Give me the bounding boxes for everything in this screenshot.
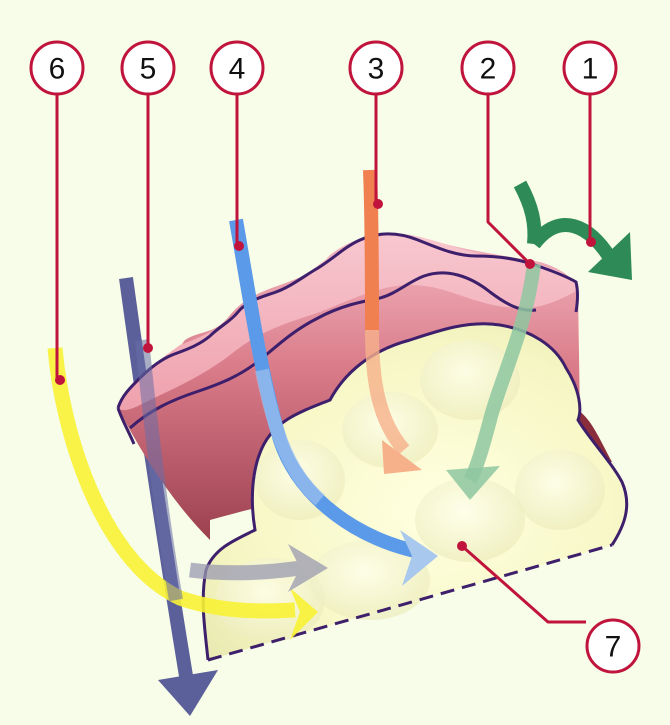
callout-2-label: 2 [480,53,497,86]
callout-3-label: 3 [368,53,385,86]
callout-1-label: 1 [582,53,599,86]
callout-2: 2 [462,42,514,94]
callout-7-label: 7 [605,631,622,664]
callout-3: 3 [350,42,402,94]
callout-6-label: 6 [49,53,66,86]
callout-1: 1 [564,42,616,94]
callout-6: 6 [31,42,83,94]
leader-2 [488,93,530,264]
callout-7: 7 [587,620,639,672]
callout-5-label: 5 [140,53,157,86]
callout-5: 5 [122,42,174,94]
callout-4: 4 [211,42,263,94]
callout-4-label: 4 [229,53,246,86]
